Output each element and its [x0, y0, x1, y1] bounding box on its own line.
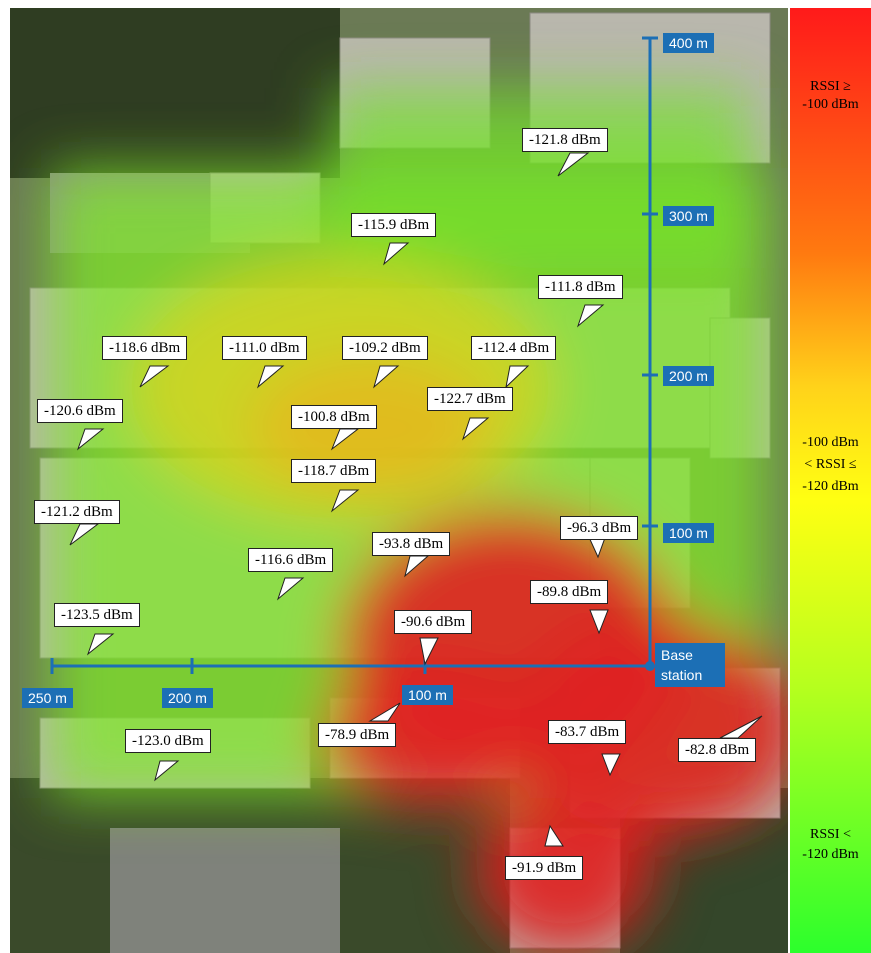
rssi-value: -118.7 dBm	[291, 459, 377, 483]
rssi-value: -123.5 dBm	[54, 603, 140, 627]
rssi-value: -123.0 dBm	[125, 729, 211, 753]
distance-label: 100 m	[402, 685, 453, 705]
rssi-value: -91.9 dBm	[505, 856, 584, 880]
callout-pointers	[69, 152, 763, 847]
rssi-value: -89.8 dBm	[530, 580, 609, 604]
distance-label: 100 m	[663, 523, 714, 543]
rssi-value: -112.4 dBm	[471, 336, 557, 360]
distance-label: 200 m	[663, 366, 714, 386]
rssi-value: -93.8 dBm	[372, 532, 451, 556]
legend-mid-line3: -120 dBm	[802, 479, 859, 494]
rssi-value: -121.8 dBm	[522, 128, 608, 152]
legend-low-line1: RSSI <	[810, 827, 851, 842]
map-layer	[10, 8, 788, 953]
base-station-label: Base station	[655, 643, 725, 687]
rssi-value: -121.2 dBm	[34, 500, 120, 524]
forest-top-left	[10, 8, 340, 178]
distance-label: 250 m	[22, 688, 73, 708]
rssi-value: -96.3 dBm	[560, 516, 639, 540]
rssi-value: -118.6 dBm	[102, 336, 188, 360]
rssi-value: -83.7 dBm	[548, 720, 627, 744]
legend-high-line1: RSSI ≥	[810, 79, 851, 94]
legend-high-line2: -100 dBm	[802, 97, 859, 112]
legend-mid-line2: < RSSI ≤	[804, 457, 857, 472]
distance-label: 300 m	[663, 206, 714, 226]
rssi-value: -78.9 dBm	[318, 723, 397, 747]
rssi-value: -120.6 dBm	[37, 399, 123, 423]
distance-label: 400 m	[663, 33, 714, 53]
legend-mid-line1: -100 dBm	[802, 435, 859, 450]
legend-low-line2: -120 dBm	[802, 847, 859, 862]
rssi-value: -109.2 dBm	[342, 336, 428, 360]
rssi-value: -100.8 dBm	[291, 405, 377, 429]
rssi-value: -111.8 dBm	[538, 275, 623, 299]
parking-lot-bottom	[110, 828, 340, 953]
rssi-value: -82.8 dBm	[678, 738, 757, 762]
rssi-value: -115.9 dBm	[351, 213, 437, 237]
rssi-value: -122.7 dBm	[427, 387, 513, 411]
base-station-marker	[645, 661, 655, 671]
rssi-value: -90.6 dBm	[394, 610, 473, 634]
rssi-color-legend: RSSI ≥ -100 dBm -100 dBm < RSSI ≤ -120 d…	[790, 8, 871, 953]
rssi-value: -111.0 dBm	[222, 336, 307, 360]
rssi-value: -116.6 dBm	[248, 548, 334, 572]
aerial-map: -121.8 dBm -115.9 dBm -111.8 dBm -118.6 …	[10, 8, 788, 953]
distance-label: 200 m	[162, 688, 213, 708]
